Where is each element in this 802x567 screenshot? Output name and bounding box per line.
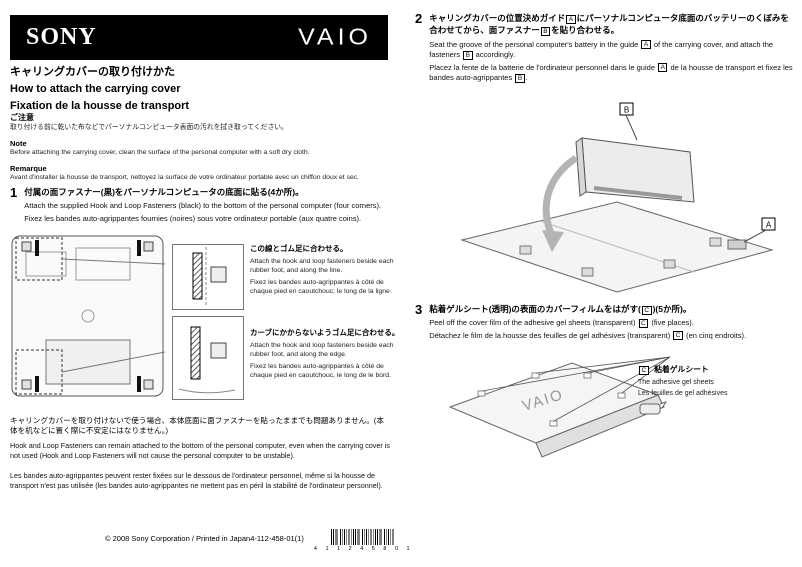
text-part: )(5か所)。: [652, 304, 692, 314]
copyright-line: © 2008 Sony Corporation / Printed in Jap…: [105, 529, 304, 543]
callout-2-en: Attach the hook and loop fasteners besid…: [250, 341, 394, 359]
fastener-detail-top: [172, 244, 244, 310]
step-1-text-fr: Fixez les bandes auto-agrippantes fourni…: [24, 213, 362, 223]
notice-text-fr: Avant d'installer la housse de transport…: [10, 173, 360, 181]
gel-callout-ja: 粘着ゲルシート: [654, 365, 709, 374]
step-3-text-ja: 粘着ゲルシート(透明)の表面のカバーフィルムをはがす(C)(5か所)。: [429, 303, 797, 315]
gel-sheet-illustration: VAIO C 粘着ゲルシート The adhesive gel sheets L…: [432, 345, 792, 495]
callout-along-edge: カーブにかからないようゴム足に合わせる。 Attach the hook and…: [250, 328, 400, 383]
fastener-detail-bottom: [172, 316, 244, 400]
remain-note-ja: キャリングカバーを取り付けないで使う場合、本体底面に面ファスナーを貼ったままでも…: [10, 415, 384, 435]
gel-sheet-drawing: VAIO: [448, 356, 671, 458]
notice-label-en: Note: [10, 138, 27, 148]
brand-banner: SONY VAIO: [10, 15, 388, 60]
title-en: How to attach the carrying cover: [10, 82, 181, 95]
text-part: 粘着ゲルシート(透明)の表面のカバーフィルムをはがす(: [429, 304, 641, 314]
gel-sheet-icon: [639, 400, 668, 415]
label-c-inline: C: [673, 331, 683, 341]
step-1-text-en: Attach the supplied Hook and Loop Fasten…: [24, 201, 382, 211]
footer: © 2008 Sony Corporation / Printed in Jap…: [105, 529, 413, 552]
step-3: 3 粘着ゲルシート(透明)の表面のカバーフィルムをはがす(C)(5か所)。 Pe…: [415, 302, 797, 341]
step-2-text-en: Seat the groove of the personal computer…: [429, 40, 795, 61]
label-a-inline: A: [566, 14, 576, 24]
gel-sheet-callout: C 粘着ゲルシート The adhesive gel sheets Les fe…: [638, 359, 788, 421]
callout-along-line: この線とゴム足に合わせる。 Attach the hook and loop f…: [250, 244, 400, 299]
remain-note-fr: Les bandes auto-agrippantes peuvent rest…: [10, 471, 383, 490]
label-a-inline: A: [658, 63, 668, 73]
text-part: accordingly.: [473, 50, 516, 60]
notice-label-fr: Remarque: [10, 163, 47, 173]
vaio-logo: VAIO: [298, 24, 372, 50]
step-3-text-en: Peel off the cover film of the adhesive …: [429, 318, 797, 329]
callout-1-ja: この線とゴム足に合わせる。: [250, 244, 348, 253]
label-c: C: [639, 365, 649, 375]
label-b: B: [624, 106, 629, 115]
fastener-detail-bottom-drawing: [178, 326, 236, 394]
text-part: Placez la fente de la batterie de l'ordi…: [429, 62, 658, 72]
label-c-inline: C: [641, 305, 652, 315]
carrying-cover-drawing: B A: [460, 102, 776, 293]
callout-2-ja: カーブにかからないようゴム足に合わせる。: [250, 328, 400, 337]
label-b-inline: B: [540, 26, 551, 36]
text-part: Peel off the cover film of the adhesive …: [429, 318, 638, 328]
step-1-number: 1: [10, 185, 18, 200]
callout-1-en: Attach the hook and loop fasteners besid…: [250, 257, 394, 275]
part-number: 4-112-458-01(1): [250, 534, 304, 543]
text-part: of the carrying cover, and attach the fa…: [429, 39, 774, 60]
gel-callout-title: C 粘着ゲルシート: [638, 359, 788, 377]
title-fr: Fixation de la housse de transport: [10, 99, 190, 112]
document-titles: キャリングカバーの取り付けかた How to attach the carryi…: [10, 66, 390, 116]
notice-text-ja: 取り付ける前に乾いた布などでパーソナルコンピュータ表面の汚れを拭き取ってください…: [10, 124, 288, 131]
step-3-number: 3: [415, 302, 423, 317]
notice-text-en: Before attaching the carrying cover, cle…: [10, 148, 310, 156]
notice-label-ja: ご注意: [10, 113, 34, 122]
barcode-block: 4 1 1 2 4 5 8 0 1: [314, 529, 413, 552]
label-b-inline: B: [463, 50, 473, 60]
step-1: 1 付属の面ファスナー(黒)をパーソナルコンピュータの底面に貼る(4か所)。 A…: [10, 185, 395, 224]
text-part: を貼り合わせる。: [551, 25, 620, 36]
barcode-digits: 4 1 1 2 4 5 8 0 1: [313, 546, 414, 552]
label-a: A: [766, 221, 772, 230]
step-1-body: 付属の面ファスナー(黒)をパーソナルコンピュータの底面に貼る(4か所)。 Att…: [24, 186, 395, 224]
text-part: Détachez le film de la housse des feuill…: [429, 330, 673, 340]
step-2-text-fr: Placez la fente de la batterie de l'ordi…: [429, 63, 795, 84]
text-part: キャリングカバーの位置決めガイド: [429, 13, 566, 23]
text-part: (five places).: [649, 318, 694, 328]
callout-1-fr: Fixez les bandes auto-agrippantes à côté…: [250, 278, 392, 296]
gel-callout-en: The adhesive gel sheets: [638, 379, 714, 386]
callout-2-fr: Fixez les bandes auto-agrippantes à côté…: [250, 362, 391, 380]
label-b-inline: B: [515, 73, 525, 83]
sony-logo: SONY: [26, 24, 97, 50]
text-part: de la housse de transport et fixez les b…: [429, 62, 793, 83]
text-part: Seat the groove of the personal computer…: [429, 39, 641, 49]
copyright-text: © 2008 Sony Corporation / Printed in Jap…: [105, 534, 251, 543]
remain-note-en: Hook and Loop Fasteners can remain attac…: [10, 441, 390, 460]
step-2-number: 2: [415, 11, 423, 26]
notice-section: ご注意 取り付ける前に乾いた布などでパーソナルコンピュータ表面の汚れを拭き取って…: [10, 112, 392, 188]
barcode-icon: [331, 529, 396, 545]
title-ja: キャリングカバーの取り付けかた: [10, 66, 175, 78]
text-part: .: [525, 73, 528, 83]
text-part: にパーソナルコンピュータ底面のバッテリーのくぼみを合わせてから、面ファスナー: [429, 13, 789, 36]
label-a-inline: A: [641, 40, 651, 50]
step-1-text-ja: 付属の面ファスナー(黒)をパーソナルコンピュータの底面に貼る(4か所)。: [24, 187, 304, 197]
carrying-cover-illustration: B A: [432, 100, 792, 300]
fastener-detail-top-drawing: [192, 247, 227, 305]
label-c-inline: C: [638, 318, 649, 328]
gel-callout-fr: Les feuilles de gel adhésives: [638, 389, 728, 397]
step-3-body: 粘着ゲルシート(透明)の表面のカバーフィルムをはがす(C)(5か所)。 Peel…: [429, 303, 797, 341]
text-part: (en cinq endroits).: [684, 330, 747, 340]
laptop-bottom-illustration: この線とゴム足に合わせる。 Attach the hook and loop f…: [10, 232, 399, 404]
step-3-text-fr: Détachez le film de la housse des feuill…: [429, 331, 797, 342]
laptop-bottom-drawing: [11, 235, 166, 397]
